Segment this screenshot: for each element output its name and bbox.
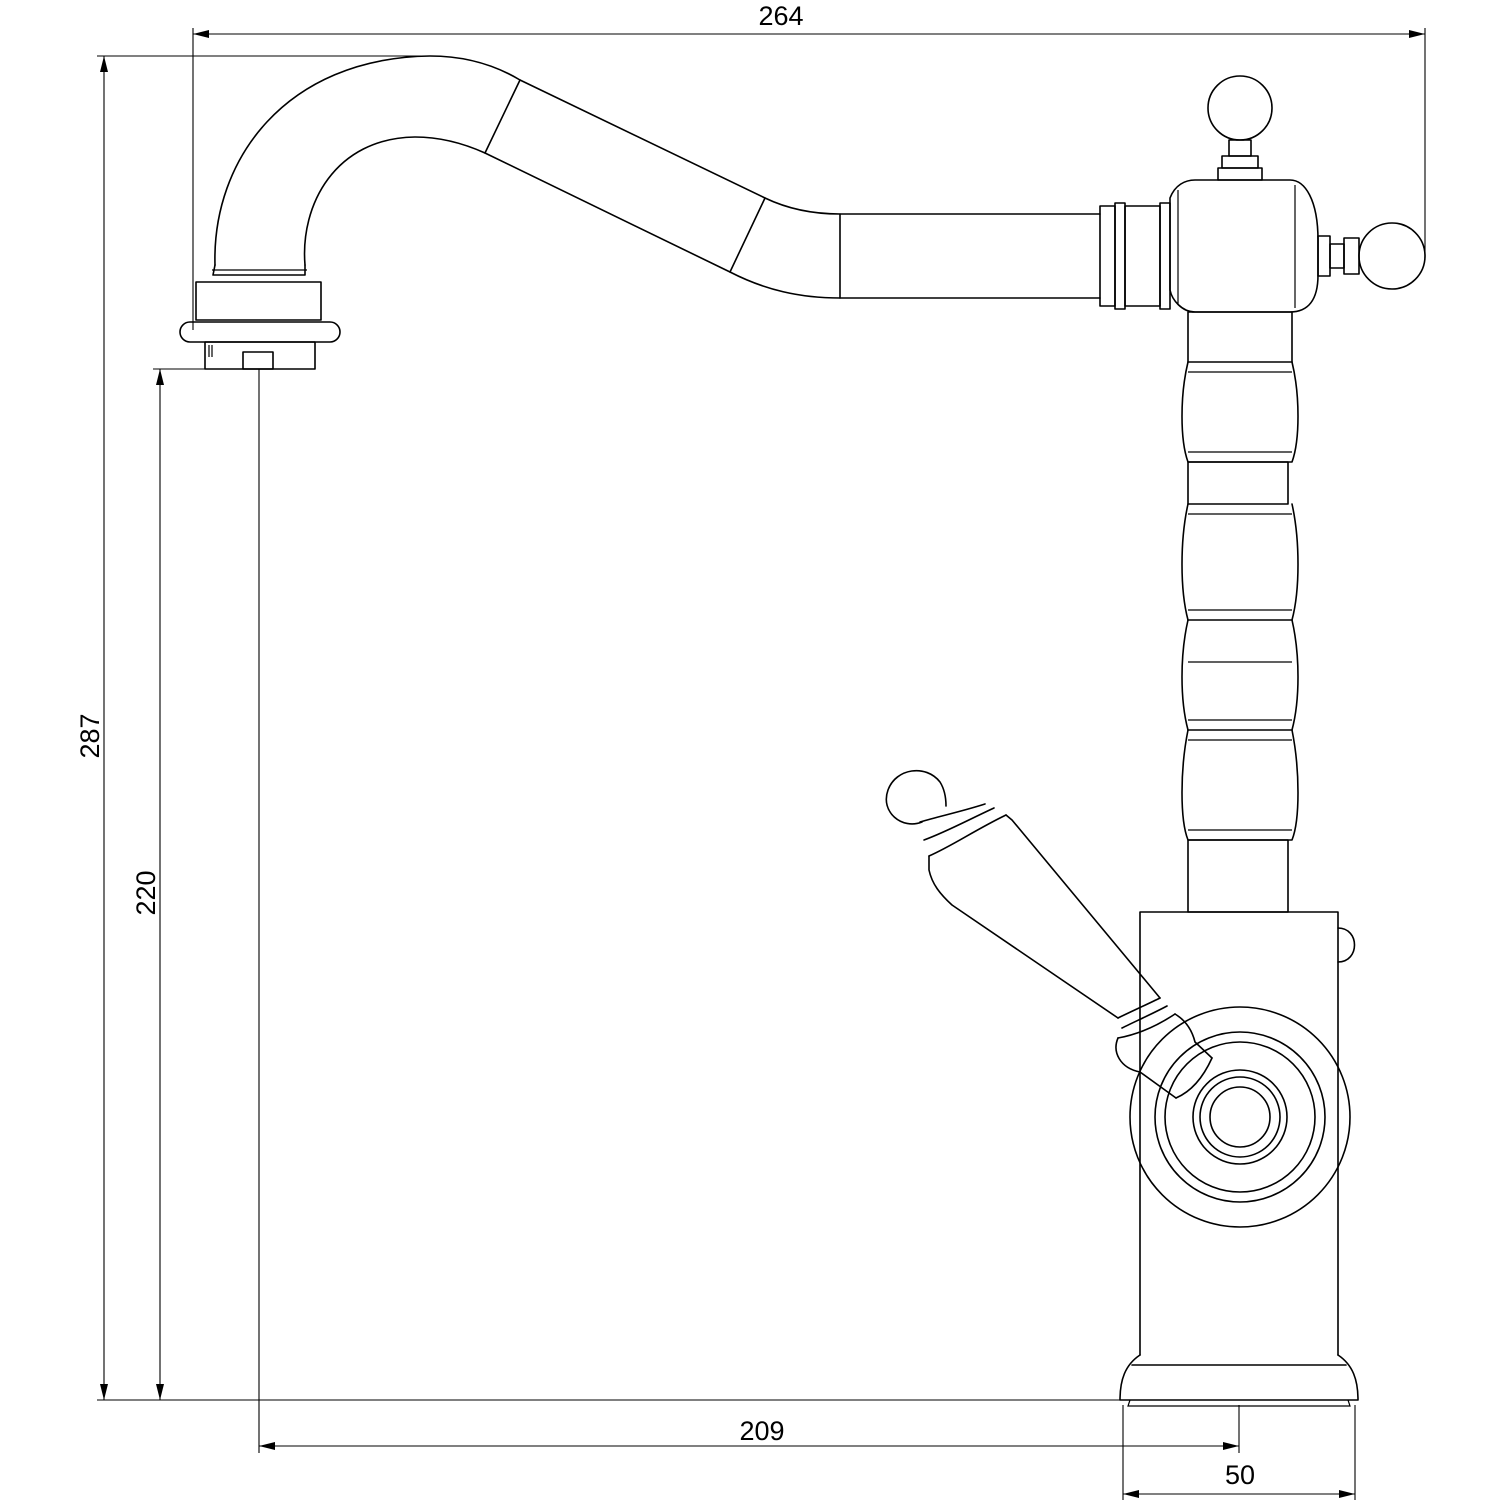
aerator bbox=[179, 264, 341, 370]
dimension-overall-height: 287 bbox=[75, 55, 1120, 1401]
coupling-rings bbox=[1099, 202, 1171, 310]
spout bbox=[214, 55, 1101, 299]
valve-rosette bbox=[1129, 1006, 1351, 1228]
spout-height-label: 220 bbox=[131, 870, 161, 915]
base-diameter-label: 50 bbox=[1225, 1460, 1255, 1490]
spout-reach-label: 209 bbox=[739, 1416, 784, 1446]
head-block bbox=[1169, 179, 1319, 313]
overall-width-label: 264 bbox=[758, 1, 803, 31]
dimension-spout-reach: 209 bbox=[258, 369, 1240, 1453]
column bbox=[1181, 311, 1299, 913]
lever-handle bbox=[885, 769, 1213, 1099]
dimension-base-diameter: 50 bbox=[1122, 1405, 1356, 1500]
valve-body bbox=[1119, 911, 1359, 1401]
dimension-overall-width: 264 bbox=[192, 1, 1426, 330]
top-finial bbox=[1207, 75, 1273, 181]
dimension-spout-height: 220 bbox=[131, 368, 243, 1400]
overall-height-label: 287 bbox=[75, 713, 105, 758]
side-finial bbox=[1317, 222, 1426, 290]
